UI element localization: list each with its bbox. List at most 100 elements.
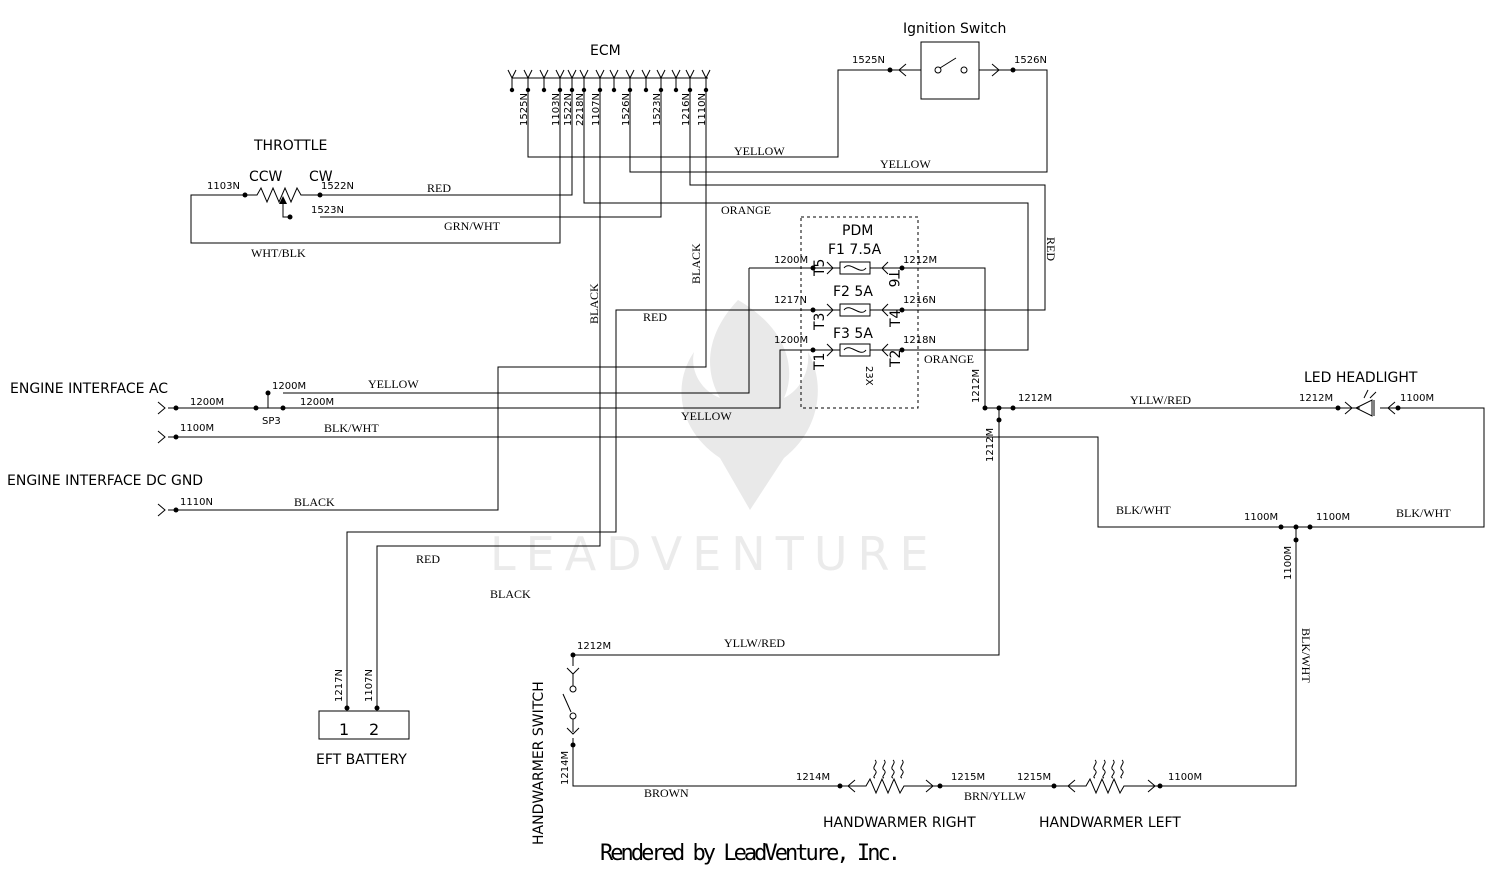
pin-label: 1526N	[1014, 55, 1047, 66]
pin-label: 1212M	[577, 641, 611, 652]
ecm-pin-label: 1110N	[697, 93, 708, 126]
engine-interface-ac: ENGINE INTERFACE AC SP3 1200M 1200M 1200…	[10, 381, 334, 444]
ignition-contact-icon	[960, 66, 968, 74]
wire-label: BLACK	[294, 495, 335, 509]
heater-resistor-icon	[840, 777, 940, 795]
ecm-pin-dot	[687, 87, 693, 93]
wire-label: RED	[416, 552, 440, 566]
ccw-label: CCW	[249, 169, 283, 185]
engine-interface-ac-label: ENGINE INTERFACE AC	[10, 381, 168, 397]
heat-waves-icon	[1093, 759, 1124, 779]
pin-label: 1200M	[190, 397, 224, 408]
wire-label: RED	[427, 181, 451, 195]
terminal-label: T1	[812, 353, 828, 371]
connector-chevron-icon	[1387, 401, 1396, 415]
pdm: PDM F1 7.5A F2 5A F3 5A T5 T6 T3 T4 T1 T…	[774, 216, 937, 409]
wire-label: GRN/WHT	[444, 219, 501, 233]
ecm-pin-icon	[555, 69, 565, 90]
ecm-pin-dot	[658, 87, 664, 93]
heat-waves-icon	[873, 759, 904, 779]
led-icon	[1354, 389, 1377, 417]
pin-label: 1100M	[1400, 393, 1434, 404]
pin-label: 1214M	[560, 751, 571, 785]
ecm-pin-icon	[523, 69, 533, 90]
connector-chevron-icon	[881, 261, 889, 275]
wire-label: RED	[643, 310, 667, 324]
wire-label: YELLOW	[880, 157, 931, 171]
wire-label: BLK/WHT	[1396, 506, 1451, 520]
ecm-pin-dot	[627, 87, 633, 93]
led-headlight: LED HEADLIGHT 1212M 1100M	[1299, 370, 1434, 417]
fuse-f2-icon	[813, 303, 902, 317]
wire-label: BLK/WHT	[1116, 503, 1171, 517]
handwarmer-switch-label: HANDWARMER SWITCH	[531, 681, 547, 845]
pin-label: 1200M	[774, 255, 808, 266]
wire-label: BRN/YLLW	[964, 789, 1026, 803]
ecm-pin-label: 1107N	[591, 93, 602, 126]
connector-chevron-icon	[826, 343, 834, 357]
ecm-pin-icon	[539, 69, 549, 90]
ecm-pin-label: 1526N	[621, 93, 632, 126]
pdm-23x-label: 23X	[863, 366, 874, 386]
ecm-pin-label: 1103N	[551, 93, 562, 126]
pin-label: 1215M	[1017, 772, 1051, 783]
heater-resistor-icon	[1054, 777, 1160, 795]
ecm-pin-dot	[643, 87, 649, 93]
handwarmer-right: HANDWARMER RIGHT 1214M 1215M	[796, 759, 985, 831]
wire-label: WHT/BLK	[251, 246, 306, 260]
pin-label: 1216N	[903, 295, 936, 306]
terminal-label: T2	[888, 350, 904, 368]
connector-chevron-icon	[566, 667, 580, 675]
pin-label: 1217N	[774, 295, 807, 306]
pin-label: 1525N	[852, 55, 885, 66]
wire-label: YELLOW	[368, 377, 419, 391]
pin-label: 1200M	[272, 381, 306, 392]
cw-label: CW	[309, 169, 333, 185]
fuse-f2-label: F2 5A	[833, 284, 873, 300]
ecm-pin-label: 1525N	[519, 93, 530, 126]
pin-label: 1200M	[300, 397, 334, 408]
ecm-label: ECM	[590, 43, 621, 59]
ecm-pin-dot	[541, 87, 547, 93]
ecm-pin-icon	[507, 69, 517, 90]
ecm-pin-label: 2218N	[575, 93, 586, 126]
connector-chevron-icon	[566, 727, 580, 735]
ecm-pin-icon	[595, 69, 605, 90]
ecm-pin-dot	[673, 87, 679, 93]
ecm-pin-icon	[625, 69, 635, 90]
ecm-pin-dot	[569, 87, 575, 93]
connector-chevron-icon	[881, 343, 889, 357]
throttle-label: THROTTLE	[253, 138, 327, 154]
wire-label: YLLW/RED	[1130, 393, 1191, 407]
fuse-f1-label: F1 7.5A	[828, 242, 882, 258]
ignition-lever-icon	[939, 57, 957, 69]
connector-chevron-icon	[157, 430, 166, 444]
terminal-label: T6	[885, 269, 901, 288]
terminal-label: T3	[812, 313, 828, 331]
wire-label: YELLOW	[681, 409, 732, 423]
connector-chevron-icon	[157, 401, 166, 415]
ignition-switch: Ignition Switch 1525N 1526N	[852, 21, 1047, 100]
ecm-pin-dot	[597, 87, 603, 93]
pin-label: 1212M	[1018, 393, 1052, 404]
wire-label: BLACK	[490, 587, 531, 601]
wire-label: BLACK	[689, 243, 703, 284]
ecm-pin-icon	[671, 69, 681, 90]
pin-label: 1214M	[796, 772, 830, 783]
ignition-contact-icon	[934, 66, 942, 74]
ecm-pin-icon	[609, 69, 619, 90]
ecm-pin-dot	[611, 87, 617, 93]
pin-label: 1110N	[180, 497, 213, 508]
ignition-switch-label: Ignition Switch	[903, 21, 1006, 37]
handwarmer-left: HANDWARMER LEFT 1215M 1100M	[1017, 759, 1202, 831]
pin-label: 1218N	[903, 335, 936, 346]
pin-label: 1523N	[311, 205, 344, 216]
ecm-pin-label: 1522N	[563, 93, 574, 126]
pdm-box	[800, 216, 919, 409]
fuse-f1-icon	[813, 261, 902, 275]
wire-labels: YELLOW YELLOW RED ORANGE GRN/WHT WHT/BLK…	[251, 144, 1451, 803]
battery-pin-2: 2	[369, 720, 379, 739]
pin-label: 1100M	[1244, 512, 1278, 523]
wire-label: BLK/WHT	[324, 421, 379, 435]
